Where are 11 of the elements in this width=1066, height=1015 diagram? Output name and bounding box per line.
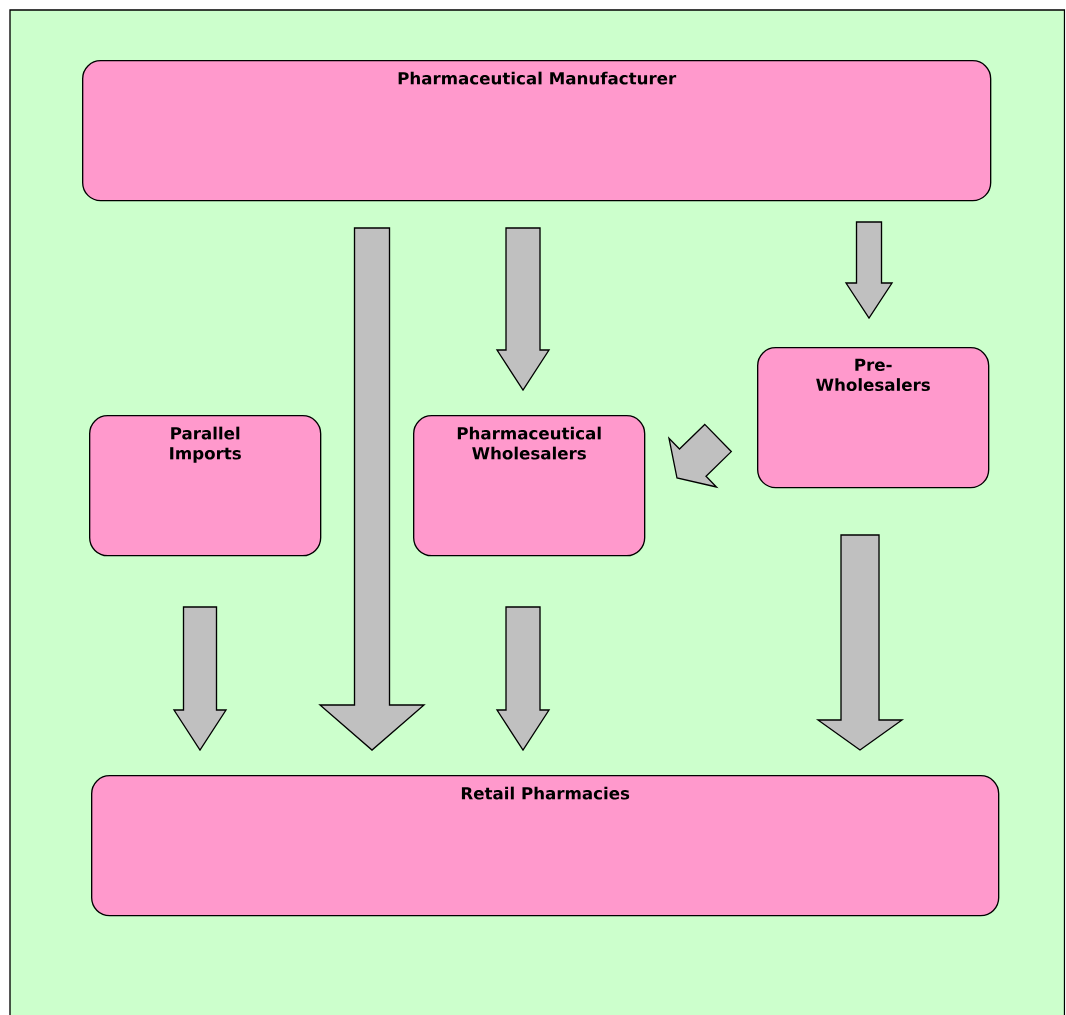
process-box: Parallel Imports [89, 415, 322, 557]
process-box: Retail Pharmacies [91, 775, 1000, 917]
block-arrow [815, 534, 905, 751]
process-box: Pre-Wholesalers [757, 347, 990, 489]
block-arrow [495, 227, 551, 392]
process-box: Pharmaceutical Manufacturer [82, 60, 992, 202]
block-arrow [495, 606, 551, 752]
block-arrow [318, 227, 426, 751]
block-arrow [172, 606, 228, 752]
block-arrow [844, 221, 894, 320]
process-box: Pharmaceutical Wholesalers [413, 415, 646, 557]
